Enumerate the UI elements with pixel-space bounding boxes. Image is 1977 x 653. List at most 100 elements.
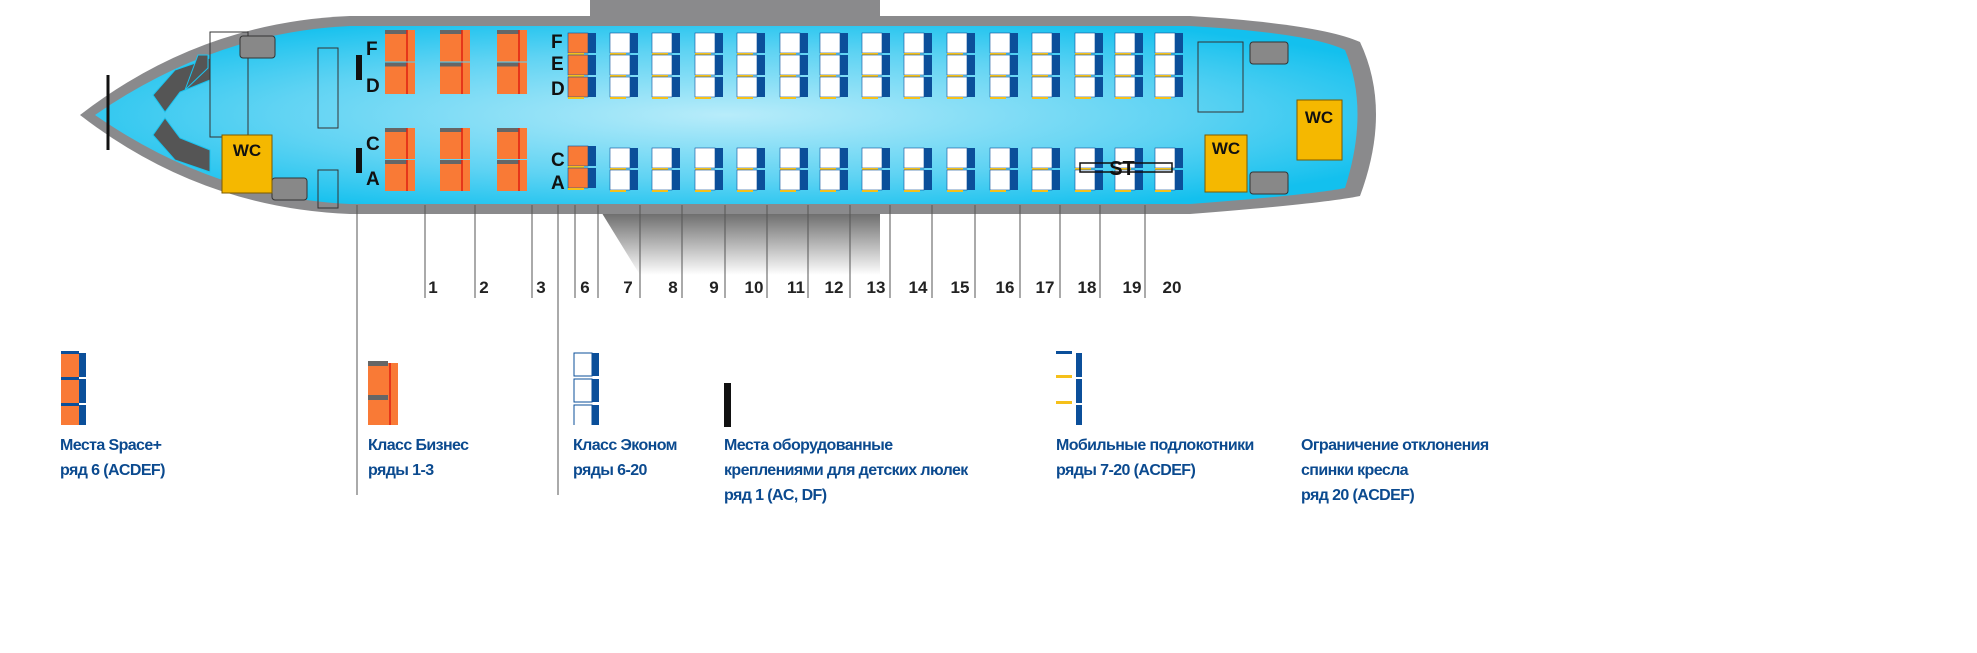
economy-seat[interactable] <box>1074 147 1103 170</box>
economy-seat[interactable] <box>736 54 765 77</box>
economy-seat[interactable] <box>946 54 975 77</box>
economy-seat[interactable] <box>1114 32 1143 55</box>
economy-seat[interactable] <box>736 32 765 55</box>
economy-seat[interactable] <box>779 32 808 55</box>
economy-seat[interactable] <box>819 169 848 192</box>
economy-seat[interactable] <box>946 32 975 55</box>
economy-seat[interactable] <box>861 76 890 99</box>
business-seat[interactable] <box>385 62 415 95</box>
economy-seat[interactable] <box>1114 76 1143 99</box>
economy-seat[interactable] <box>779 169 808 192</box>
economy-seat[interactable] <box>609 76 638 99</box>
economy-seat[interactable] <box>1154 76 1183 99</box>
economy-seat[interactable] <box>861 54 890 77</box>
economy-seat[interactable] <box>1154 147 1183 170</box>
seat-row-19[interactable] <box>1114 32 1143 192</box>
economy-seat[interactable] <box>1114 54 1143 77</box>
economy-seat[interactable] <box>779 76 808 99</box>
seat-row-11[interactable] <box>779 32 808 192</box>
space-plus-seat[interactable] <box>567 54 596 77</box>
economy-seat[interactable] <box>736 76 765 99</box>
economy-seat[interactable] <box>819 54 848 77</box>
economy-seat[interactable] <box>1154 32 1183 55</box>
seat-row-13[interactable] <box>861 32 890 192</box>
economy-seat[interactable] <box>1154 54 1183 77</box>
seat-row-2[interactable] <box>440 30 470 191</box>
economy-seat[interactable] <box>609 32 638 55</box>
space-plus-seat[interactable] <box>567 76 596 99</box>
economy-seat[interactable] <box>651 32 680 55</box>
seat-row-1[interactable] <box>385 30 415 191</box>
economy-seat[interactable] <box>694 54 723 77</box>
business-seat[interactable] <box>440 62 470 95</box>
economy-seat[interactable] <box>819 32 848 55</box>
economy-seat[interactable] <box>989 76 1018 99</box>
economy-seat[interactable] <box>1114 169 1143 192</box>
economy-seat[interactable] <box>694 32 723 55</box>
economy-seat[interactable] <box>903 147 932 170</box>
seat-row-14[interactable] <box>903 32 932 192</box>
seat-row-7[interactable] <box>609 32 638 192</box>
economy-seat[interactable] <box>819 76 848 99</box>
economy-seat[interactable] <box>1074 76 1103 99</box>
economy-seat[interactable] <box>903 54 932 77</box>
seat-row-6[interactable] <box>567 32 596 190</box>
economy-seat[interactable] <box>779 147 808 170</box>
economy-seat[interactable] <box>609 147 638 170</box>
economy-seat[interactable] <box>989 54 1018 77</box>
economy-seat[interactable] <box>861 32 890 55</box>
economy-seat[interactable] <box>1074 54 1103 77</box>
seat-row-9[interactable] <box>694 32 723 192</box>
economy-seat[interactable] <box>779 54 808 77</box>
seat-row-17[interactable] <box>1031 32 1060 192</box>
economy-seat[interactable] <box>1031 76 1060 99</box>
business-seat[interactable] <box>385 30 415 62</box>
economy-seat[interactable] <box>651 54 680 77</box>
economy-seat[interactable] <box>989 147 1018 170</box>
business-seat[interactable] <box>385 128 415 159</box>
economy-seat[interactable] <box>1074 32 1103 55</box>
economy-seat[interactable] <box>946 169 975 192</box>
economy-seat[interactable] <box>903 169 932 192</box>
business-seat[interactable] <box>497 128 527 159</box>
seat-row-10[interactable] <box>736 32 765 192</box>
economy-seat[interactable] <box>989 32 1018 55</box>
economy-seat[interactable] <box>861 169 890 192</box>
economy-seat[interactable] <box>694 76 723 99</box>
economy-seat[interactable] <box>1031 147 1060 170</box>
economy-seat[interactable] <box>861 147 890 170</box>
economy-seat[interactable] <box>694 147 723 170</box>
space-plus-seat[interactable] <box>567 145 596 168</box>
economy-seat[interactable] <box>1031 54 1060 77</box>
economy-seat[interactable] <box>1154 169 1183 192</box>
business-seat[interactable] <box>440 128 470 159</box>
seat-row-8[interactable] <box>651 32 680 192</box>
economy-seat[interactable] <box>651 169 680 192</box>
economy-seat[interactable] <box>651 147 680 170</box>
economy-seat[interactable] <box>903 32 932 55</box>
business-seat[interactable] <box>497 62 527 95</box>
business-seat[interactable] <box>385 160 415 191</box>
seat-row-16[interactable] <box>989 32 1018 192</box>
economy-seat[interactable] <box>819 147 848 170</box>
economy-seat[interactable] <box>1031 32 1060 55</box>
economy-seat[interactable] <box>609 54 638 77</box>
space-plus-seat[interactable] <box>567 32 596 55</box>
economy-seat[interactable] <box>694 169 723 192</box>
economy-seat[interactable] <box>903 76 932 99</box>
economy-seat[interactable] <box>736 169 765 192</box>
economy-seat[interactable] <box>651 76 680 99</box>
economy-seat[interactable] <box>1074 169 1103 192</box>
seat-row-12[interactable] <box>819 32 848 192</box>
seat-row-15[interactable] <box>946 32 975 192</box>
economy-seat[interactable] <box>946 147 975 170</box>
business-seat[interactable] <box>497 160 527 191</box>
economy-seat[interactable] <box>946 76 975 99</box>
economy-seat[interactable] <box>736 147 765 170</box>
business-seat[interactable] <box>497 30 527 62</box>
economy-seat[interactable] <box>1031 169 1060 192</box>
economy-seat[interactable] <box>989 169 1018 192</box>
economy-seat[interactable] <box>609 169 638 192</box>
business-seat[interactable] <box>440 160 470 191</box>
business-seat[interactable] <box>440 30 470 62</box>
